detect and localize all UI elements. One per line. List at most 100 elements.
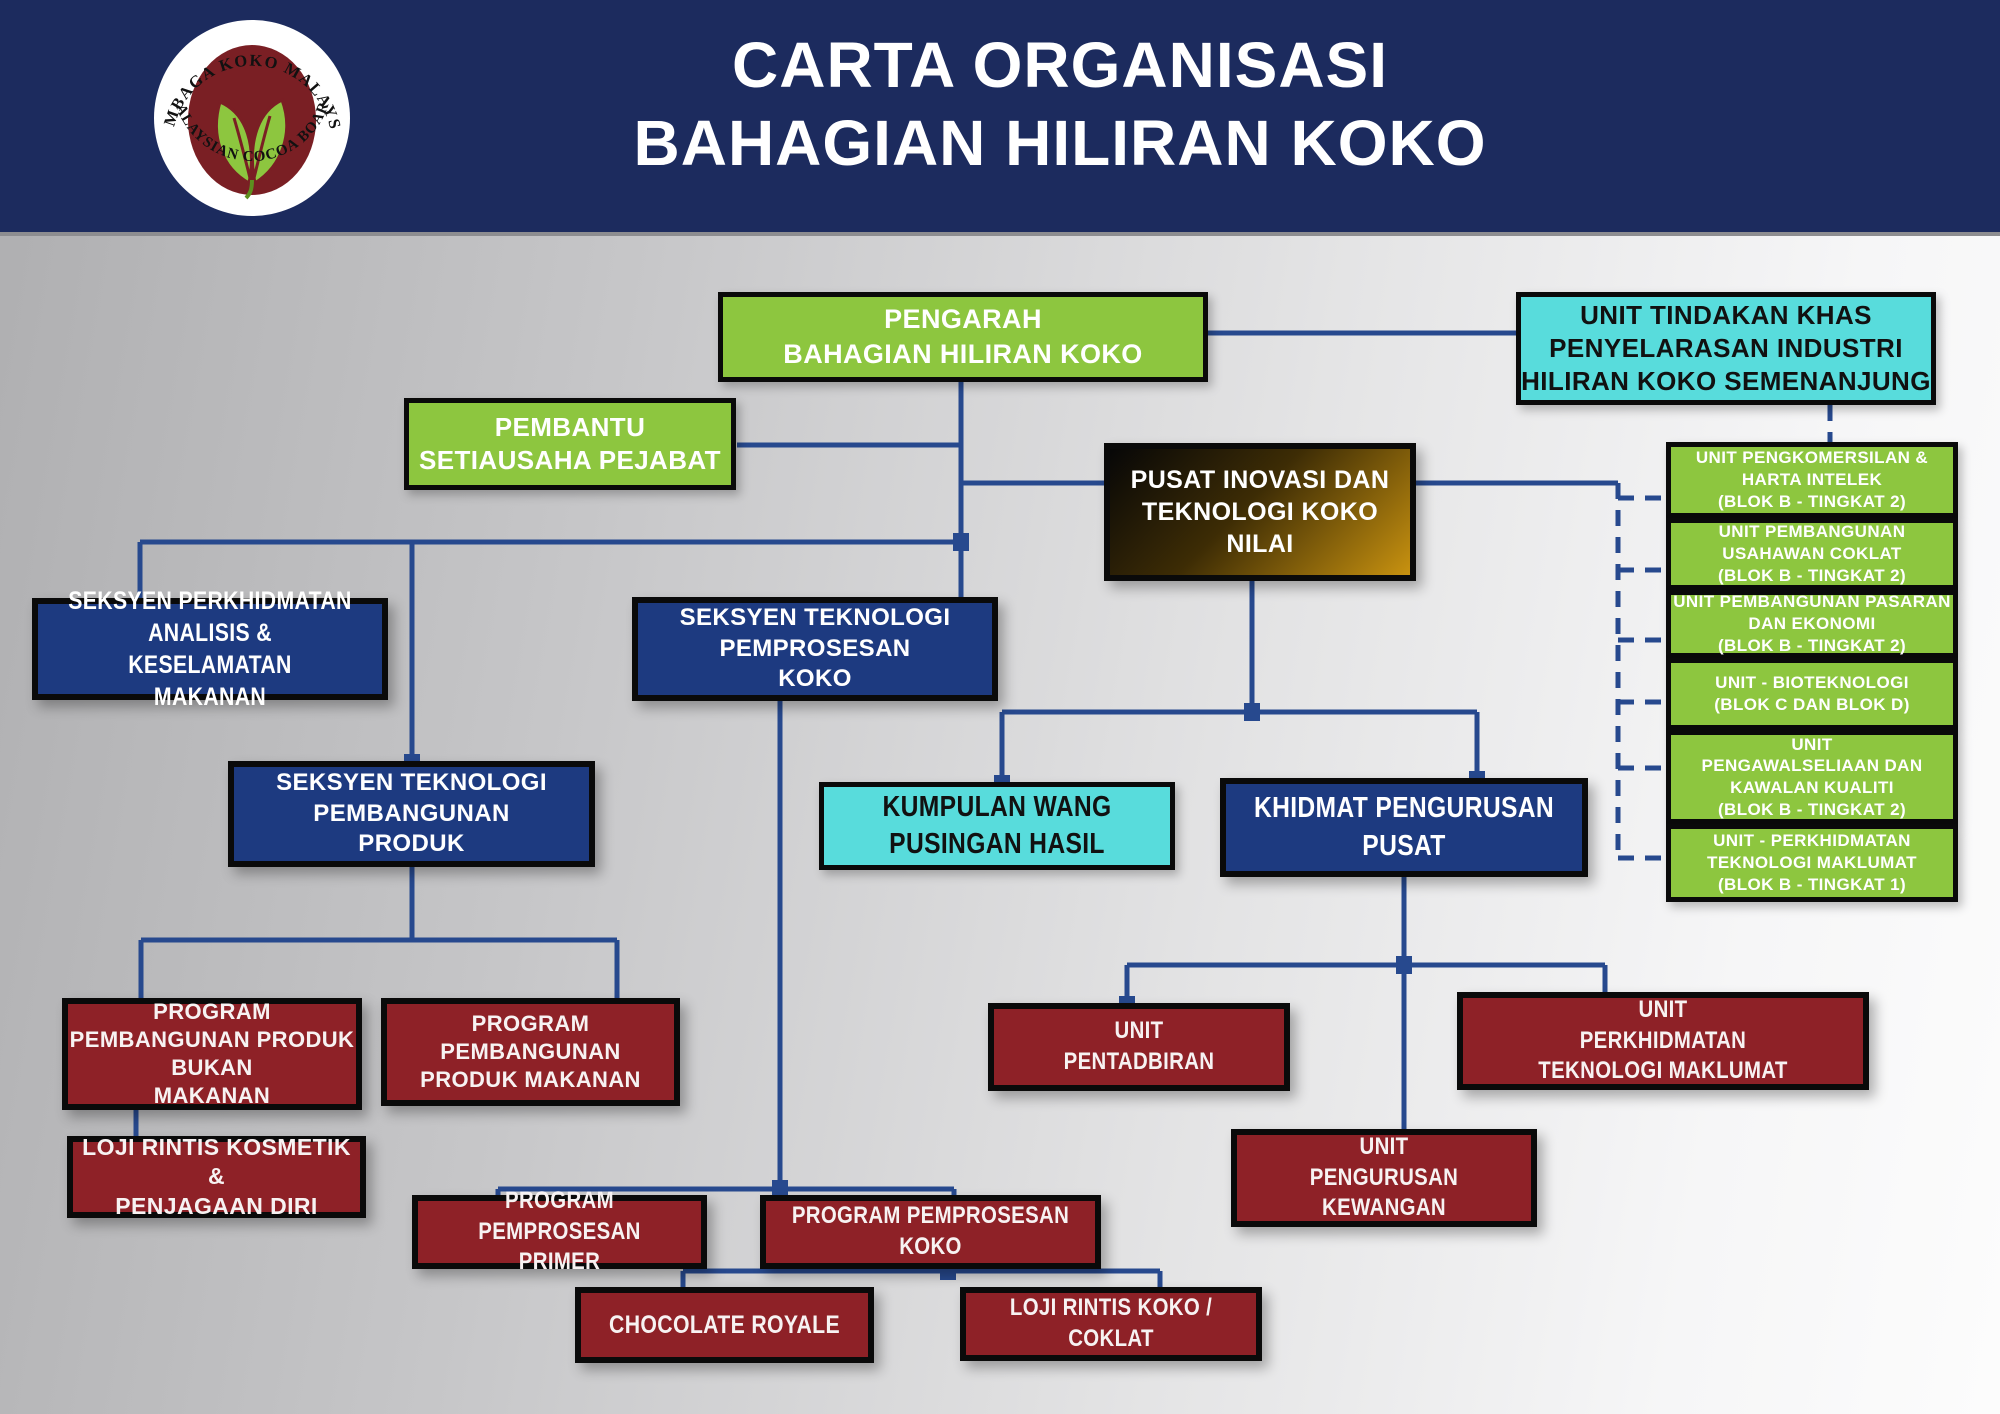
org-box-label-line: SETIAUSAHA PEJABAT: [419, 445, 721, 475]
node-chocolate-royale: CHOCOLATE ROYALE: [575, 1287, 874, 1363]
org-box-label-line: (BLOK B - TINGKAT 2): [1717, 635, 1907, 655]
logo-stem: [244, 179, 254, 200]
node-seksyen-perkhidmatan-analisis: SEKSYEN PERKHIDMATAN ANALISIS & KESELAMAT…: [32, 587, 388, 711]
connector-junction-node: [1396, 956, 1412, 974]
header-band: LEMBAGA KOKO MALAYSIA • MALAYSIAN COCOA …: [0, 0, 2000, 236]
org-box-label-line: PEMBANTU: [494, 411, 646, 442]
org-box-label-line: MAKANAN: [153, 683, 267, 711]
org-box-label-line: UNIT - PERKHIDMATAN: [1713, 831, 1911, 851]
org-box-label-line: UNIT - BIOTEKNOLOGI: [1715, 673, 1909, 693]
org-box-label-line: PRODUK: [358, 830, 465, 858]
page-title: CARTA ORGANISASI BAHAGIAN HILIRAN KOKO: [420, 26, 1700, 182]
connector-junction-node: [1244, 703, 1260, 721]
org-box-label-line: SEKSYEN TEKNOLOGI: [276, 768, 547, 796]
org-box-label-line: SEKSYEN PERKHIDMATAN: [68, 587, 352, 615]
org-box-label-line: KHIDMAT PENGURUSAN: [1253, 792, 1555, 825]
org-box-label-line: PEMPROSESAN PRIMER: [478, 1217, 641, 1276]
org-box-label-line: TEKNOLOGI MAKLUMAT: [1707, 853, 1917, 873]
org-box-label-line: PRODUK MAKANAN: [420, 1067, 641, 1093]
node-seksyen-pemprosesan-koko: SEKSYEN TEKNOLOGI PEMPROSESAN KOKO: [632, 597, 998, 701]
org-box-label-line: KOKO: [899, 1233, 962, 1260]
org-box-label-line: HARTA INTELEK: [1741, 470, 1883, 490]
org-box-label-line: TEKNOLOGI KOKO: [1141, 498, 1379, 526]
logo-leaf-right: [251, 97, 289, 186]
org-box-label-line: UNIT TINDAKAN KHAS: [1580, 299, 1872, 330]
node-loji-rintis-koko: LOJI RINTIS KOKO / COKLAT: [960, 1287, 1262, 1361]
org-box-label-line: PROGRAM PEMPROSESAN: [791, 1202, 1070, 1230]
node-pusat-inovasi: PUSAT INOVASI DAN TEKNOLOGI KOKO NILAI: [1104, 443, 1416, 581]
org-box-label-line: KUMPULAN WANG: [882, 790, 1112, 823]
org-box-label-line: UNIT PENGKOMERSILAN &: [1695, 448, 1929, 468]
org-box-label-line: PENGAWALSELIAAN DAN: [1701, 756, 1923, 776]
org-box-label-line: PROGRAM: [153, 998, 271, 1024]
org-box-label-line: USAHAWAN COKLAT: [1722, 544, 1902, 564]
node-loji-rintis-kosmetik: LOJI RINTIS KOSMETIK &PENJAGAAN DIRI: [67, 1133, 366, 1219]
org-box-label-line: BUKAN: [171, 1055, 253, 1080]
node-unit-bioteknologi: UNIT - BIOTEKNOLOGI (BLOK C DAN BLOK D): [1666, 658, 1958, 730]
node-seksyen-pembangunan-produk: SEKSYEN TEKNOLOGI PEMBANGUNAN PRODUK: [228, 761, 595, 867]
org-box-label-line: PEMPROSESAN: [719, 634, 911, 662]
org-box-label-line: PEMBANGUNAN PRODUK: [69, 1026, 355, 1052]
node-pengarah: PENGARAH BAHAGIAN HILIRAN KOKO: [718, 292, 1208, 382]
org-box-label-line: PERKHIDMATAN: [1579, 1026, 1747, 1054]
org-box-label-line: KAWALAN KUALITI: [1730, 778, 1894, 797]
org-box-label-line: PROGRAM: [471, 1010, 590, 1036]
org-box-label-line: UNIT: [1791, 734, 1833, 754]
org-box-label-line: UNIT PEMBANGUNAN: [1718, 522, 1906, 542]
org-box-label-line: (BLOK B - TINGKAT 2): [1717, 799, 1907, 819]
node-unit-perkhidmatan-tm: UNIT PERKHIDMATAN TEKNOLOGI MAKLUMAT: [1457, 992, 1869, 1090]
org-box-label-line: TEKNOLOGI MAKLUMAT: [1538, 1057, 1788, 1085]
node-unit-pentadbiran: UNIT PENTADBIRAN: [988, 1003, 1290, 1091]
node-program-pemprosesan-koko: PROGRAM PEMPROSESAN KOKO: [760, 1195, 1101, 1269]
cocoa-board-logo: LEMBAGA KOKO MALAYSIA • MALAYSIAN COCOA …: [152, 18, 350, 216]
org-box-label-line: (BLOK C DAN BLOK D): [1714, 695, 1910, 714]
org-box-label-line: (BLOK B - TINGKAT 2): [1717, 491, 1907, 511]
org-box-label-line: LOJI RINTIS KOKO /: [1009, 1294, 1213, 1322]
org-box-label-line: HILIRAN KOKO SEMENANJUNG: [1521, 366, 1931, 397]
org-box-label-line: ANALISIS & KESELAMATAN: [128, 619, 292, 679]
org-box-label-line: NILAI: [1226, 530, 1294, 558]
org-box-label-line: MAKANAN: [153, 1083, 271, 1109]
org-box-label-line: BAHAGIAN HILIRAN KOKO: [783, 339, 1143, 369]
node-unit-pengkomersilan: UNIT PENGKOMERSILAN &HARTA INTELEK(BLOK …: [1666, 442, 1958, 518]
org-box-label-line: DAN EKONOMI: [1748, 614, 1876, 634]
org-box-label-line: SEKSYEN TEKNOLOGI: [679, 603, 951, 631]
org-box-label-line: PEMBANGUNAN: [313, 799, 510, 827]
org-box-label-line: PENJAGAAN DIRI: [115, 1192, 318, 1219]
logo-leaf-left: [215, 99, 253, 186]
org-box-label-line: PEMBANGUNAN: [440, 1038, 621, 1064]
node-unit-pengurusan-kewangan: UNIT PENGURUSAN KEWANGAN: [1231, 1129, 1537, 1227]
page-title-line1: CARTA ORGANISASI: [732, 29, 1388, 101]
org-box-label-line: UNIT: [1359, 1132, 1409, 1160]
page-title-line2: BAHAGIAN HILIRAN KOKO: [633, 107, 1487, 180]
org-box-label-line: PENGURUSAN: [1309, 1163, 1459, 1191]
connector-junction-node: [772, 1180, 788, 1198]
org-box-label-line: PUSAT INOVASI DAN: [1130, 466, 1390, 494]
logo-red-oval: [188, 45, 316, 195]
org-box-label-line: PENTADBIRAN: [1063, 1048, 1215, 1075]
org-box-label-line: PUSINGAN HASIL: [889, 828, 1105, 860]
node-khidmat-pengurusan-pusat: KHIDMAT PENGURUSAN PUSAT: [1220, 778, 1588, 877]
org-box-label-line: KOKO: [778, 665, 852, 693]
org-box-label-line: PENYELARASAN INDUSTRI: [1549, 332, 1903, 363]
org-box-label-line: COKLAT: [1068, 1325, 1154, 1352]
node-kumpulan-wang: KUMPULAN WANG PUSINGAN HASIL: [819, 782, 1175, 870]
org-box-label-line: KEWANGAN: [1322, 1194, 1446, 1222]
org-box-label-line: UNIT: [1114, 1017, 1164, 1045]
org-box-label-line: PENGARAH: [884, 304, 1042, 335]
org-box-label-line: CHOCOLATE ROYALE: [609, 1311, 840, 1339]
org-box-label-line: PUSAT: [1362, 829, 1446, 862]
org-box-label-line: UNIT: [1638, 995, 1688, 1023]
org-box-label-line: (BLOK B - TINGKAT 2): [1717, 565, 1907, 585]
org-box-label-line: PROGRAM: [505, 1186, 614, 1214]
org-box-label-line: LOJI RINTIS KOSMETIK &: [82, 1133, 351, 1190]
